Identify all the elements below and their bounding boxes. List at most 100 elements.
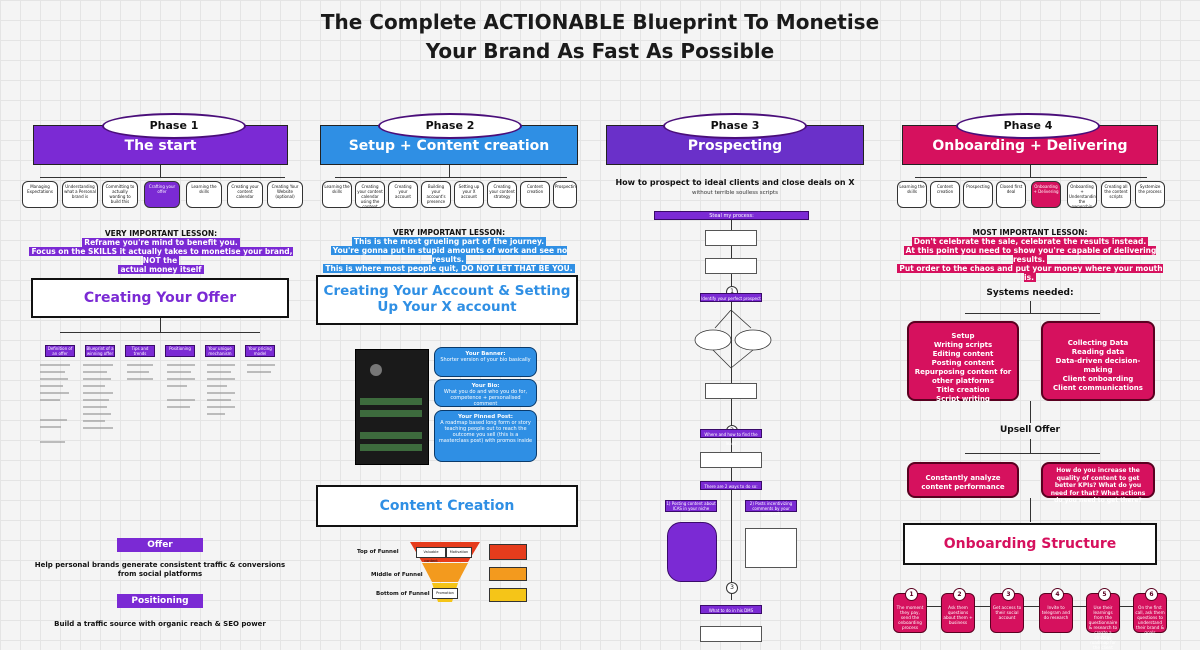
step-text: On the first call, ask them questions to… [1135, 605, 1165, 635]
p3-flow-box [700, 452, 762, 468]
step-text: Get access to their social account [992, 605, 1022, 620]
step-number: 4 [1051, 588, 1064, 601]
p1-offer-tag: Offer [117, 538, 203, 552]
p1-step-3: Committing to actually wanting to build … [102, 181, 138, 208]
p3-way-2-detail [745, 528, 797, 568]
profile-post-block [360, 398, 422, 405]
p4-step-3: Prospecting [963, 181, 993, 208]
step-number: 1 [905, 588, 918, 601]
p2-pinned-box: Your Pinned Post: A roadmap based long f… [434, 410, 537, 462]
connector [965, 453, 1100, 454]
connector [915, 177, 1147, 178]
connector [40, 177, 285, 178]
p3-flow-line [731, 220, 732, 600]
profile-post-block [360, 444, 422, 451]
systems-item: Script writing [936, 395, 990, 403]
p2-bio-box: Your Bio: What you do and who you do for… [434, 379, 537, 407]
p4-systems-right: Collecting Data Reading data Data-driven… [1041, 321, 1155, 401]
p1-lesson: VERY IMPORTANT LESSON: Reframe you're mi… [20, 229, 302, 274]
p4-lesson: MOST IMPORTANT LESSON: Don't celebrate t… [895, 228, 1165, 282]
p3-node-3: 3 [726, 582, 738, 594]
funnel-note-2 [489, 567, 527, 581]
p2-lesson: VERY IMPORTANT LESSON: This is the most … [315, 228, 583, 273]
p2-lesson-line-1: This is the most grueling part of the jo… [351, 237, 547, 246]
phase-3-pill: Phase 3 [663, 113, 807, 139]
p4-step-2: Content creation [930, 181, 960, 208]
p3-flow-box [705, 258, 757, 274]
systems-item: Posting content [931, 359, 995, 367]
p3-flow-box [700, 626, 762, 642]
step-number: 3 [1002, 588, 1015, 601]
p4-upsell-label: Upsell Offer [1000, 425, 1060, 435]
connector [60, 332, 260, 333]
profile-screenshot [355, 349, 429, 465]
p4-step-5: Onboarding + Delivering [1031, 181, 1061, 208]
systems-item: Client communications [1053, 384, 1143, 392]
p3-way-1: 1) Posting content about ICAS in your ni… [665, 500, 717, 512]
title-line-1: The Complete ACTIONABLE Blueprint To Mon… [320, 10, 880, 34]
p4-section-onboarding: Onboarding Structure [903, 523, 1157, 565]
funnel-valuable: Valuable content [416, 547, 446, 563]
p3-todo: What to do in his DMS [700, 605, 762, 614]
funnel-promotion: Promotion [432, 588, 458, 599]
connector [1030, 301, 1031, 313]
p3-subheading: without terrible soulless scripts [692, 190, 778, 196]
systems-item: Title creation [936, 386, 990, 394]
p4-step-4: Closed first deal [996, 181, 1026, 208]
connector [1030, 165, 1031, 177]
p2-step-6: Creating your content strategy [487, 181, 517, 208]
p4-systems-left: Setup Writing scripts Editing content Po… [907, 321, 1019, 403]
funnel-note-1 [489, 544, 527, 560]
p2-step-8: Prospecting [553, 181, 577, 208]
p4-lesson-line-2: At this point you need to show you're ca… [903, 246, 1157, 264]
p3-way-1-detail [667, 522, 717, 582]
p2-section-line-1: Creating Your Account & Setting [323, 283, 571, 299]
p4-step-1: Learning the skills [897, 181, 927, 208]
step-text: Invite to telegram and do research [1041, 605, 1071, 620]
profile-avatar [370, 364, 382, 376]
p1-offer-col-4: Positioning [165, 345, 195, 357]
p3-branch-diagram [694, 310, 772, 369]
p2-lesson-head: VERY IMPORTANT LESSON: [392, 228, 506, 237]
p4-lesson-head: MOST IMPORTANT LESSON: [972, 228, 1088, 237]
p1-section-creating-offer: Creating Your Offer [31, 278, 289, 318]
p1-step-1: Managing Expectations [22, 181, 58, 208]
p2-lesson-line-3: This is where most people quit, DO NOT L… [323, 264, 575, 273]
systems-item: Collecting Data [1067, 339, 1129, 347]
p4-lesson-line-3: Put order to the chaos and put your mone… [897, 264, 1163, 282]
connector [160, 318, 161, 332]
p2-pinned-text: A roadmap based long form or story teach… [438, 420, 533, 444]
connector [965, 313, 1100, 314]
step-number: 2 [953, 588, 966, 601]
connector [335, 177, 567, 178]
p4-step-6: Onboarding + Understanding the ownership… [1067, 181, 1097, 208]
p4-lesson-line-1: Don't celebrate the sale, celebrate the … [911, 237, 1149, 246]
p1-step-2: Understanding what a Personal brand is [62, 181, 98, 208]
systems-item: Setup [951, 332, 975, 340]
p2-banner-title: Your Banner: [465, 351, 506, 357]
p2-step-3: Creating your account [388, 181, 418, 208]
p1-step-5: Learning the skills [186, 181, 222, 208]
p2-step-4: Building your account's presence [421, 181, 451, 208]
p1-lesson-line-1: Reframe you're mind to benefit you. [82, 238, 240, 247]
p2-step-1: Learning the skills [322, 181, 352, 208]
p2-step-7: Content creation [520, 181, 550, 208]
onboarding-arrow-line [905, 606, 1155, 607]
connector [449, 165, 450, 177]
title-line-2: Your Brand As Fast As Possible [425, 39, 775, 63]
p1-positioning-text: Build a traffic source with organic reac… [54, 620, 266, 628]
p1-offer-col-1: Definition of an offer [45, 345, 75, 357]
systems-item: Data-driven decision-making [1055, 357, 1141, 374]
funnel-top-label: Top of Funnel [357, 549, 399, 555]
p1-step-7: Creating Your Website (optional) [267, 181, 303, 208]
p1-offer-col-3: Tips and trends [125, 345, 155, 357]
p2-bio-text: What you do and who you do for, competen… [443, 389, 528, 407]
p3-flow-box [705, 383, 757, 399]
connector [1030, 439, 1031, 453]
p4-upsell-left: Constantly analyze content performance [907, 462, 1019, 498]
step-text: The moment they pay, send the onboarding… [896, 605, 924, 630]
p2-banner-box: Your Banner: Shorter version of your bio… [434, 347, 537, 377]
p1-offer-notes-lines [40, 364, 275, 443]
